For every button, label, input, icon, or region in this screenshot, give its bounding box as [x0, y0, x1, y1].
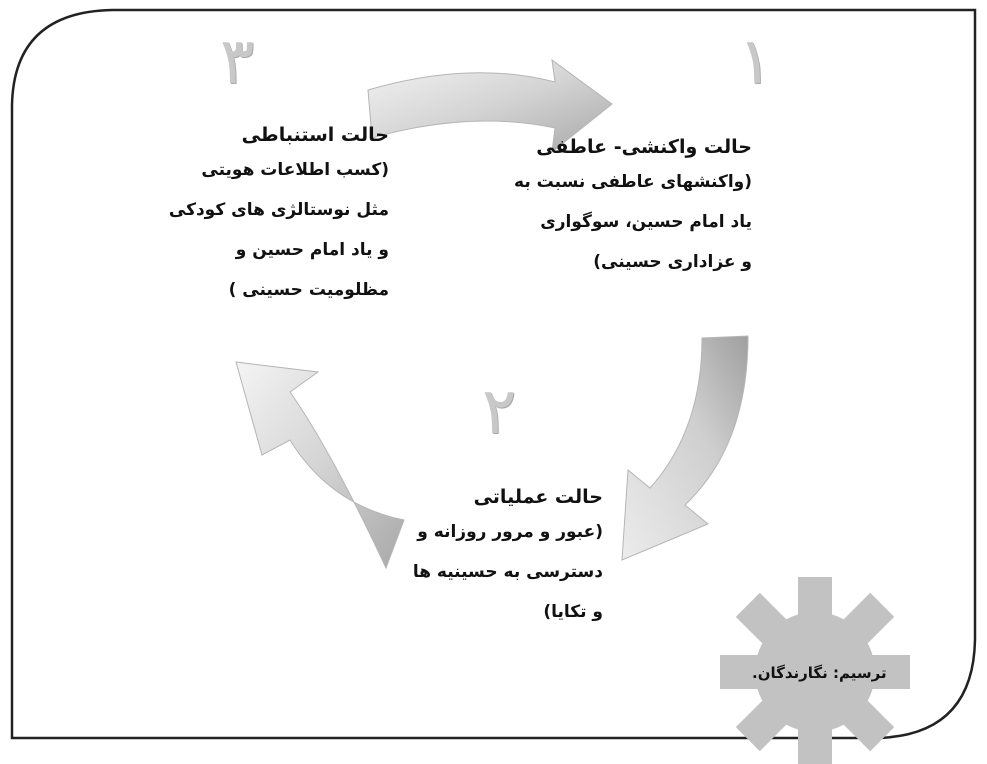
stage-3-line-2: مثل نوستالژی های کودکی	[168, 200, 389, 220]
stage-3-block: حالت استنباطی (کسب اطلاعات هویتی مثل نوس…	[149, 120, 389, 310]
stage-1-line-1: (واکنشهای عاطفی نسبت به	[514, 172, 752, 192]
arrow-top	[367, 58, 613, 154]
stage-3-line-3: و یاد امام حسین و	[235, 240, 389, 260]
credit-label: ترسیم: نگارندگان.	[752, 664, 887, 682]
gear-shape	[720, 577, 910, 764]
stage-2-title: حالت عملیاتی	[473, 486, 603, 508]
frame-border	[10, 8, 977, 740]
stage-3-line-4: مظلومیت حسینی )	[228, 280, 389, 300]
stage-1-title: حالت واکنشی- عاطفی	[536, 136, 752, 158]
stage-2-number: ۲	[482, 375, 517, 449]
stage-3-title: حالت استنباطی	[241, 124, 389, 146]
stage-2-line-1: (عبور و مرور روزانه و	[417, 522, 603, 542]
stage-1-block: حالت واکنشی- عاطفی (واکنشهای عاطفی نسبت …	[512, 132, 752, 282]
stage-3-number: ۳	[220, 25, 255, 99]
stage-2-line-3: و تکایا)	[543, 602, 603, 622]
stage-2-line-2: دسترسی به حسینیه ها	[412, 562, 603, 582]
stage-2-block: حالت عملیاتی (عبور و مرور روزانه و دسترس…	[363, 482, 603, 632]
stage-1-number: ۱	[738, 25, 773, 99]
stage-1-line-2: یاد امام حسین، سوگواری	[540, 212, 752, 232]
stage-3-line-1: (کسب اطلاعات هویتی	[201, 160, 389, 180]
arrow-right	[621, 335, 749, 561]
stage-1-line-3: و عزاداری حسینی)	[593, 252, 752, 272]
arrow-left	[235, 361, 405, 570]
